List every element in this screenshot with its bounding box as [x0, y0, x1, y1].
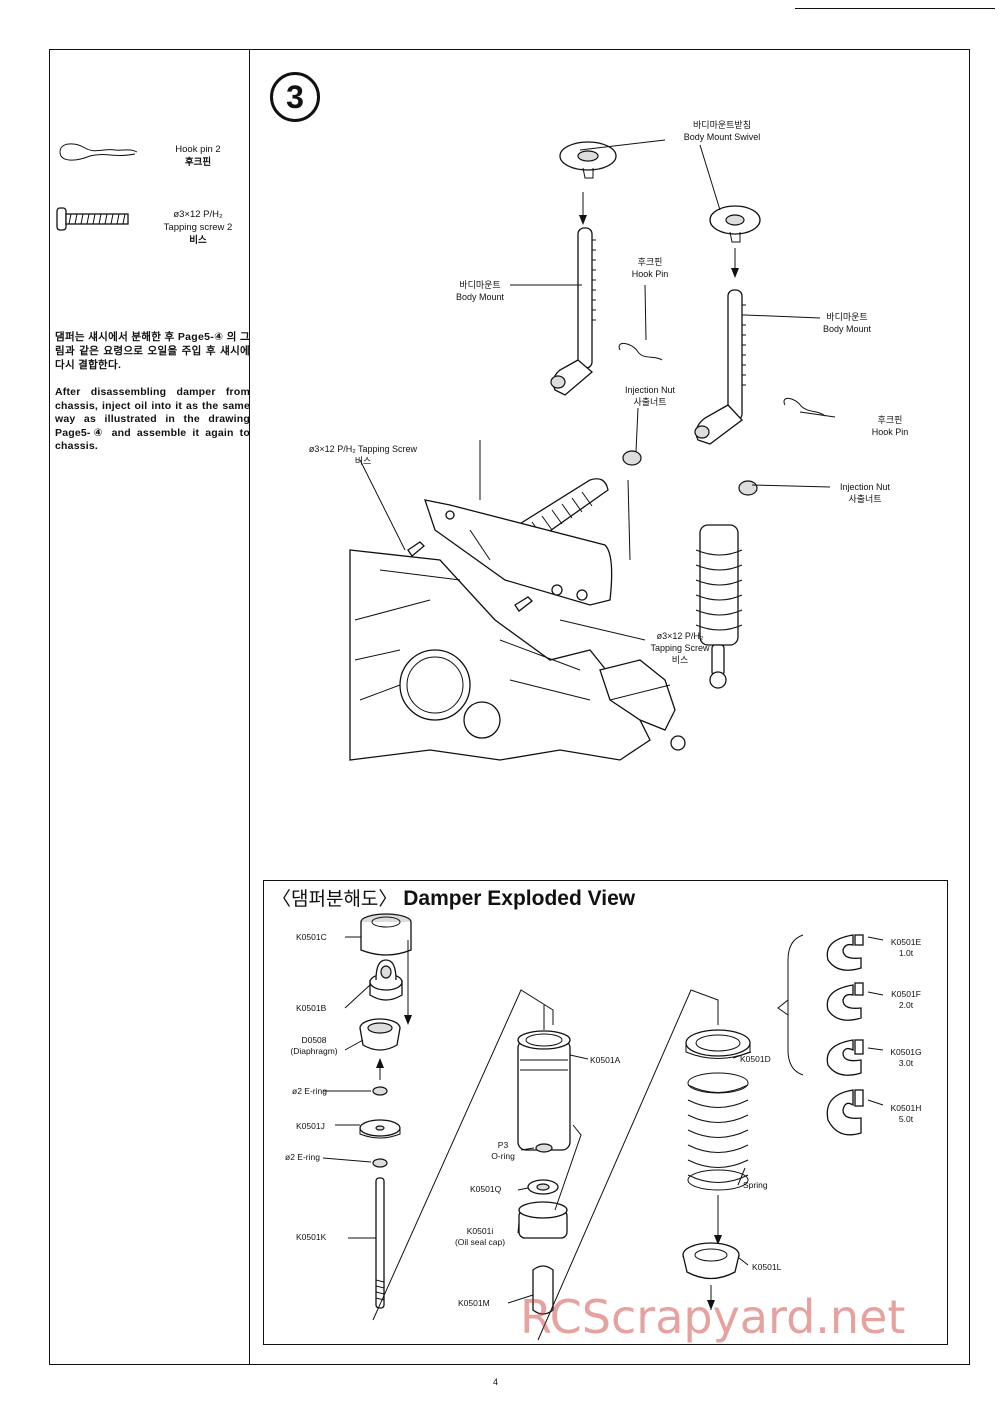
step-number: 3 [270, 72, 320, 122]
label-k0501k: K0501K [296, 1232, 327, 1242]
top-rule [795, 8, 995, 9]
label-k0501q: K0501Q [470, 1184, 502, 1194]
exploded-view-box [263, 880, 948, 1345]
page-number: 4 [493, 1377, 499, 1387]
watermark: RCScrapyard.net [520, 1290, 906, 1344]
body-mount-right [694, 289, 746, 445]
label-k0501a: K0501A [590, 1055, 621, 1065]
exploded-view-illustration [322, 913, 884, 1341]
assembly-illustration [349, 139, 836, 761]
label-k0501b: K0501B [296, 1003, 327, 1013]
body-mount-left [550, 227, 596, 396]
label-d0508: D0508(Diaphragm) [290, 1035, 338, 1056]
label-ering-1: ø2 E-ring [292, 1086, 327, 1096]
exploded-view-title: 〈댐퍼분해도〉 Damper Exploded View [272, 887, 636, 910]
label-k0501i: K0501i(Oil seal cap) [454, 1226, 506, 1247]
page-frame [49, 49, 970, 1365]
label-spring: Spring [743, 1180, 768, 1190]
label-ering-2: ø2 E-ring [285, 1152, 320, 1162]
label-k0501c: K0501C [296, 932, 327, 942]
body-mount-swivel-left [559, 141, 617, 179]
label-k0501d: K0501D [740, 1054, 771, 1064]
label-k0501l: K0501L [752, 1262, 782, 1272]
tapping-screw-illustration [56, 207, 129, 231]
note-korean: 댐퍼는 섀시에서 분해한 후 Page5-④ 의 그림과 같은 요령으로 오일을… [55, 331, 250, 371]
chassis [349, 499, 686, 761]
column-divider [249, 49, 250, 1365]
body-mount-swivel-right [709, 205, 761, 243]
tapping-screw-label: ø3×12 P/H₂ Tapping screw 2 비스 [163, 209, 233, 246]
label-k0501j: K0501J [296, 1121, 325, 1131]
hook-pin-illustration [59, 143, 138, 161]
note-english: After disassembling damper from chassis,… [55, 386, 250, 452]
right-damper [695, 524, 743, 689]
label-k0501m: K0501M [458, 1298, 490, 1308]
hook-pin-label: Hook pin 2 후크핀 [175, 144, 221, 168]
